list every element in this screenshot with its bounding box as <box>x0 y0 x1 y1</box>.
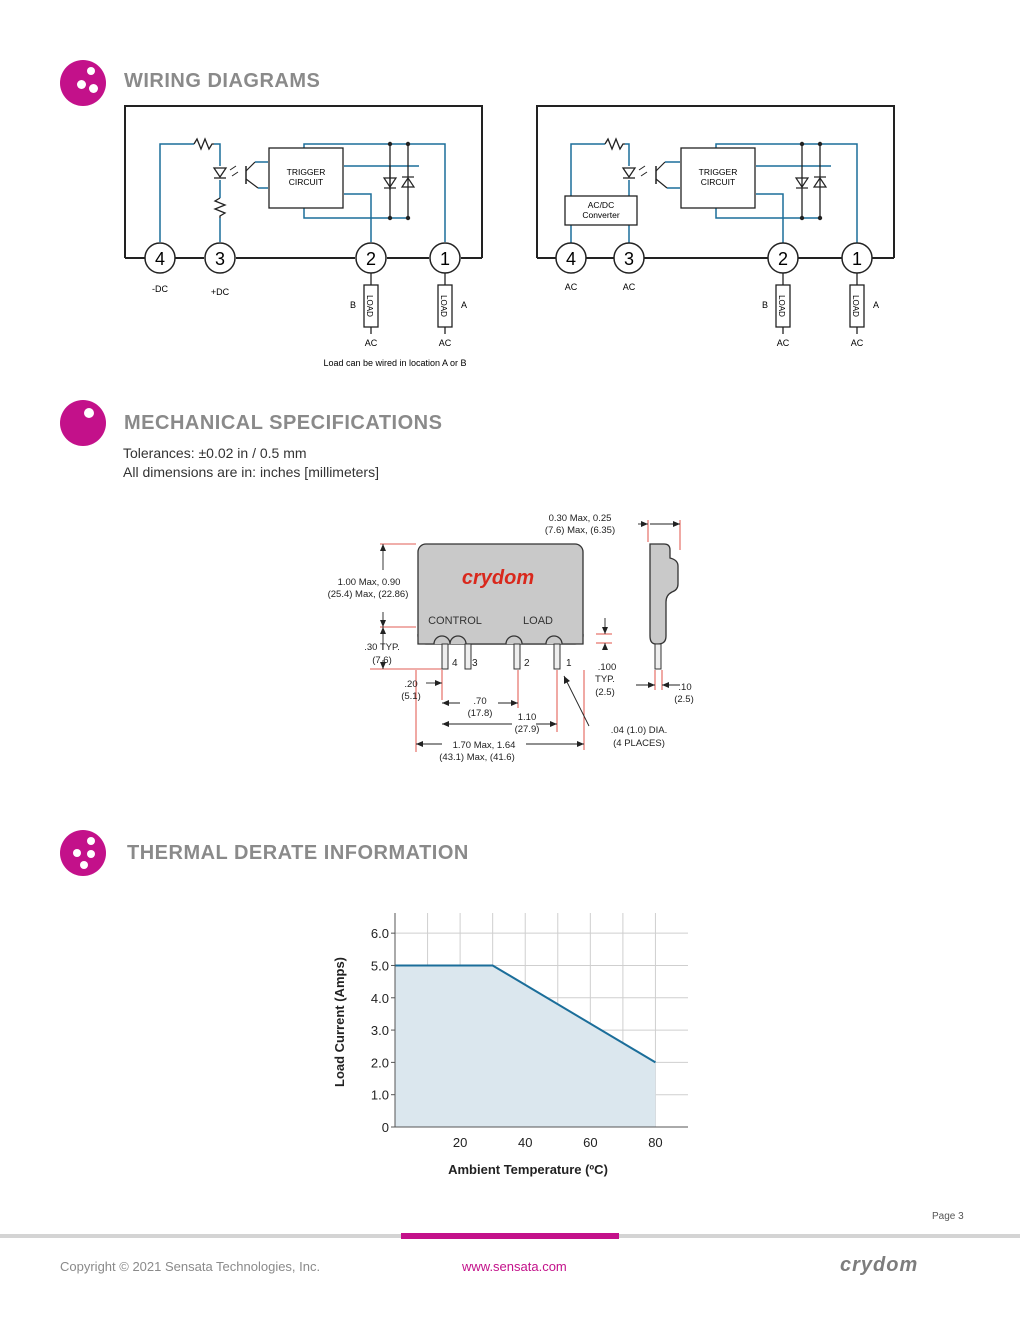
footer-accent-rule <box>401 1233 619 1239</box>
svg-text:1: 1 <box>440 249 450 269</box>
dim-width-2: (43.1) Max, (41.6) <box>439 752 515 763</box>
y-axis-label: Load Current (Amps) <box>332 957 347 1087</box>
y-tick-label: 6.0 <box>371 926 389 941</box>
svg-text:1: 1 <box>852 249 862 269</box>
terminal-2: 2 <box>355 242 387 274</box>
dim-10-2: (2.5) <box>674 694 694 705</box>
load-label: LOAD <box>523 615 553 627</box>
ac-label-a: AC <box>851 338 864 348</box>
terminal-4: 4 <box>555 242 587 274</box>
footer-logo: crydom <box>840 1254 919 1276</box>
dim-110-2: (27.9) <box>515 724 540 735</box>
y-tick-label: 3.0 <box>371 1023 389 1038</box>
dim-10-1: .10 <box>678 682 691 693</box>
svg-text:4: 4 <box>155 249 165 269</box>
dim-pitch-2: TYP. <box>595 674 615 685</box>
y-tick-label: 0 <box>382 1120 389 1135</box>
dim-70-1: .70 <box>473 696 486 707</box>
load-a-label: LOAD <box>439 295 448 317</box>
svg-text:4: 4 <box>566 249 576 269</box>
dim-width-1: 1.70 Max, 1.64 <box>453 740 516 751</box>
pin-3-label: 3 <box>472 658 478 669</box>
converter-label-1: AC/DC <box>588 200 614 210</box>
trigger-label-1: TRIGGER <box>287 167 326 177</box>
derate-area <box>395 965 656 1127</box>
load-b-label: LOAD <box>777 295 786 317</box>
footer-link[interactable]: www.sensata.com <box>462 1259 567 1274</box>
terminal-label-pos-dc: +DC <box>211 287 230 297</box>
wiring-diagram-left: TRIGGER CIRCUIT 4 3 2 1 -DC +DC LOAD LOA… <box>124 105 483 368</box>
section-icon-wiring <box>60 60 106 106</box>
dim-70-2: (17.8) <box>468 708 493 719</box>
dim-pin-len-1: .30 TYP. <box>364 642 400 653</box>
dim-depth-2: (7.6) Max, (6.35) <box>545 525 615 536</box>
load-b-letter: B <box>762 300 768 310</box>
ac-label-b: AC <box>365 338 378 348</box>
dim-height-2: (25.4) Max, (22.86) <box>328 589 409 600</box>
terminal-1: 1 <box>841 242 873 274</box>
trigger-label-2: CIRCUIT <box>289 177 323 187</box>
terminal-3: 3 <box>613 242 645 274</box>
units-text: All dimensions are in: inches [millimete… <box>123 464 379 480</box>
x-tick-label: 60 <box>583 1135 597 1150</box>
tolerances-text: Tolerances: ±0.02 in / 0.5 mm <box>123 445 307 461</box>
dim-dia-2: (4 PLACES) <box>613 738 665 749</box>
load-b-letter: B <box>350 300 356 310</box>
mechanical-title: MECHANICAL SPECIFICATIONS <box>124 412 443 434</box>
svg-text:2: 2 <box>366 249 376 269</box>
ac-label-a: AC <box>439 338 452 348</box>
dim-20-2: (5.1) <box>401 691 421 702</box>
load-a-letter: A <box>461 300 467 310</box>
pin-4-label: 4 <box>452 658 458 669</box>
mechanical-drawing: crydom CONTROL LOAD 4 3 2 1 <box>328 513 694 763</box>
ac-label-b: AC <box>777 338 790 348</box>
dim-110-1: 1.10 <box>518 712 537 723</box>
y-tick-label: 5.0 <box>371 958 389 973</box>
y-tick-label: 4.0 <box>371 991 389 1006</box>
copyright-text: Copyright © 2021 Sensata Technologies, I… <box>60 1259 321 1274</box>
y-tick-label: 2.0 <box>371 1055 389 1070</box>
terminal-1: 1 <box>429 242 461 274</box>
section-icon-mechanical <box>60 400 106 446</box>
svg-text:2: 2 <box>778 249 788 269</box>
dim-20-1: .20 <box>404 679 417 690</box>
wiring-diagram-right: TRIGGER CIRCUIT AC/DC Converter 4 3 2 1 … <box>536 105 895 348</box>
dim-pitch-3: (2.5) <box>595 687 615 698</box>
terminal-label-ac-4: AC <box>565 282 578 292</box>
x-tick-label: 80 <box>648 1135 662 1150</box>
pin-1-label: 1 <box>566 658 572 669</box>
dim-height-1: 1.00 Max, 0.90 <box>338 577 401 588</box>
x-axis-label: Ambient Temperature (ºC) <box>448 1162 608 1177</box>
pin-2-label: 2 <box>524 658 530 669</box>
trigger-label-1: TRIGGER <box>699 167 738 177</box>
wiring-title: WIRING DIAGRAMS <box>124 70 321 92</box>
dim-dia-1: .04 (1.0) DIA. <box>611 725 668 736</box>
brand-logo: crydom <box>462 567 534 589</box>
thermal-title: THERMAL DERATE INFORMATION <box>127 842 469 864</box>
load-b-label: LOAD <box>365 295 374 317</box>
control-label: CONTROL <box>428 615 482 627</box>
dim-depth-1: 0.30 Max, 0.25 <box>549 513 612 524</box>
terminal-4: 4 <box>144 242 176 274</box>
wiring-note: Load can be wired in location A or B <box>323 358 466 368</box>
svg-text:3: 3 <box>215 249 225 269</box>
section-icon-thermal <box>60 830 106 876</box>
terminal-2: 2 <box>767 242 799 274</box>
load-a-label: LOAD <box>851 295 860 317</box>
svg-text:3: 3 <box>624 249 634 269</box>
x-tick-label: 40 <box>518 1135 532 1150</box>
y-tick-label: 1.0 <box>371 1088 389 1103</box>
thermal-derate-chart: 0 1.0 2.0 3.0 4.0 5.0 6.0 20 40 60 80 Ambient Temp… <box>332 913 688 1177</box>
converter-label-2: Converter <box>582 210 619 220</box>
trigger-label-2: CIRCUIT <box>701 177 735 187</box>
dim-pin-len-2: (7.6) <box>372 655 392 666</box>
x-tick-label: 20 <box>453 1135 467 1150</box>
page-number: Page 3 <box>932 1211 964 1222</box>
derate-line <box>395 964 656 1064</box>
terminal-3: 3 <box>204 242 236 274</box>
terminal-label-ac-3: AC <box>623 282 636 292</box>
dim-pitch-1: .100 <box>598 662 617 673</box>
terminal-label-neg-dc: -DC <box>152 284 168 294</box>
load-a-letter: A <box>873 300 879 310</box>
